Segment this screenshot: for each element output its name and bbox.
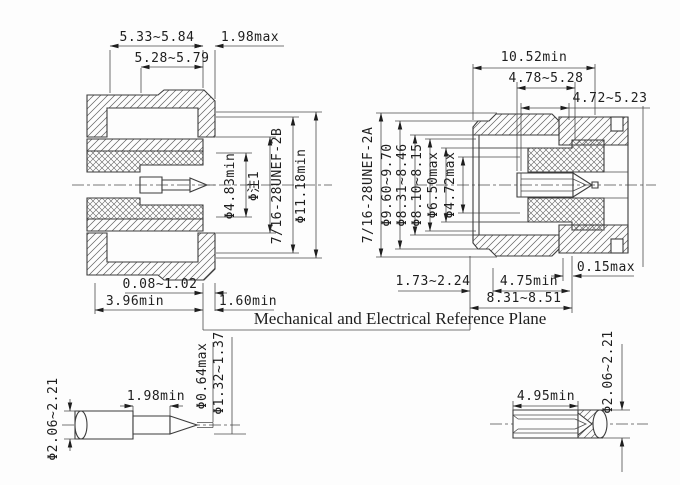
dim-label-bot1: 1.73~2.24 [396, 274, 471, 289]
socket-bore-lines [513, 414, 578, 434]
pin-contact-detail: Φ2.06~2.21 1.98min Φ0.64max Φ1.32~1.37 [46, 331, 246, 461]
male-connector-section [72, 89, 332, 281]
male-dimensions: 5.33~5.84 1.98max 5.28~5.79 Φ4.83min Φ注1… [94, 30, 322, 314]
ext-line [216, 136, 276, 234]
ext-line [214, 337, 246, 435]
socket-bore-notch [577, 411, 593, 437]
dim-label-bot3: 0.15max [577, 260, 635, 275]
dim-label-lip: 1.98max [221, 30, 279, 45]
rear-bore-lines [604, 171, 628, 199]
dim-label-bot4: 8.31~8.51 [487, 291, 562, 306]
pin-cone [169, 415, 199, 435]
dim-label-overall: 10.52min [501, 50, 568, 65]
dia-label-outer: Φ9.60~9.70 [380, 143, 395, 226]
ext-line [441, 147, 528, 223]
ext-line [216, 116, 299, 254]
dia-label-front: Φ11.18min [294, 149, 309, 224]
reference-plane-title: Mechanical and Electrical Reference Plan… [254, 309, 547, 328]
male-insulator-top [86, 150, 204, 173]
ext-line [132, 406, 171, 416]
female-insulator-top [527, 139, 605, 173]
male-insulator-bottom [86, 197, 204, 220]
dia-label-2: Φ8.31~8.46 [395, 143, 410, 226]
ext-line [410, 134, 479, 236]
socket-rear-arc [592, 409, 608, 439]
shell-groove-top [610, 116, 624, 132]
female-shell-top-left [472, 113, 560, 136]
ext-line [604, 409, 630, 439]
dim-label-insulator: 4.72~5.23 [573, 91, 648, 106]
dim-label-depth: 1.60min [219, 294, 277, 309]
ext-line [216, 111, 322, 259]
male-shell-top [86, 89, 216, 138]
male-shell-top-strip [86, 138, 204, 152]
dia-label-bore: Φ4.83min [223, 153, 238, 220]
socket-slot-lines [520, 173, 587, 197]
socket-finger-lines [512, 414, 587, 434]
pin-body-end-arc [74, 410, 88, 440]
dim-label-outer-length: 5.33~5.84 [120, 30, 195, 45]
socket-dia-body-label: Φ2.06~2.21 [601, 330, 616, 413]
dia-label-4: Φ6.50max [426, 152, 441, 219]
shell-groove-bottom [610, 238, 624, 254]
pin-dia-mid-label: Φ1.32~1.37 [212, 331, 227, 414]
ext-line [376, 112, 497, 258]
male-shell-bottom-strip [86, 218, 204, 232]
pin-mid-section [132, 415, 171, 435]
dim-label-contact: 4.78~5.28 [509, 71, 584, 86]
male-shell-bottom [86, 232, 216, 281]
dia-label-note: Φ注1 [247, 171, 262, 201]
female-shell-bottom-left [472, 234, 560, 257]
pin-dia-body-label: Φ2.06~2.21 [46, 377, 61, 460]
pin-length-label: 1.98min [127, 389, 185, 404]
dim-label-inner-length: 5.28~5.79 [135, 51, 210, 66]
ext-line [458, 156, 520, 214]
dim-label-thread-length: 3.96min [106, 294, 164, 309]
socket-length-label: 4.95min [517, 389, 575, 404]
ext-line [395, 120, 478, 250]
pin-dia-tip-label: Φ0.64max [195, 343, 210, 410]
thread-label-female: 7/16-28UNEF-2A [361, 127, 376, 244]
thread-label-male: 7/16-28UNEF-2B [270, 128, 285, 245]
dim-label-bot2: 4.75min [500, 274, 558, 289]
female-dimensions: 10.52min 4.78~5.28 4.72~5.23 7/16-28UNEF… [361, 50, 650, 313]
pin-needle [197, 422, 214, 428]
socket-contact-detail: 4.95min Φ2.06~2.21 [490, 330, 648, 472]
dia-label-5: Φ4.72max [443, 152, 458, 219]
dim-label-setback: 0.08~1.02 [123, 277, 198, 292]
dia-label-3: Φ8.10~8.15 [410, 143, 425, 226]
ext-line [425, 138, 476, 232]
